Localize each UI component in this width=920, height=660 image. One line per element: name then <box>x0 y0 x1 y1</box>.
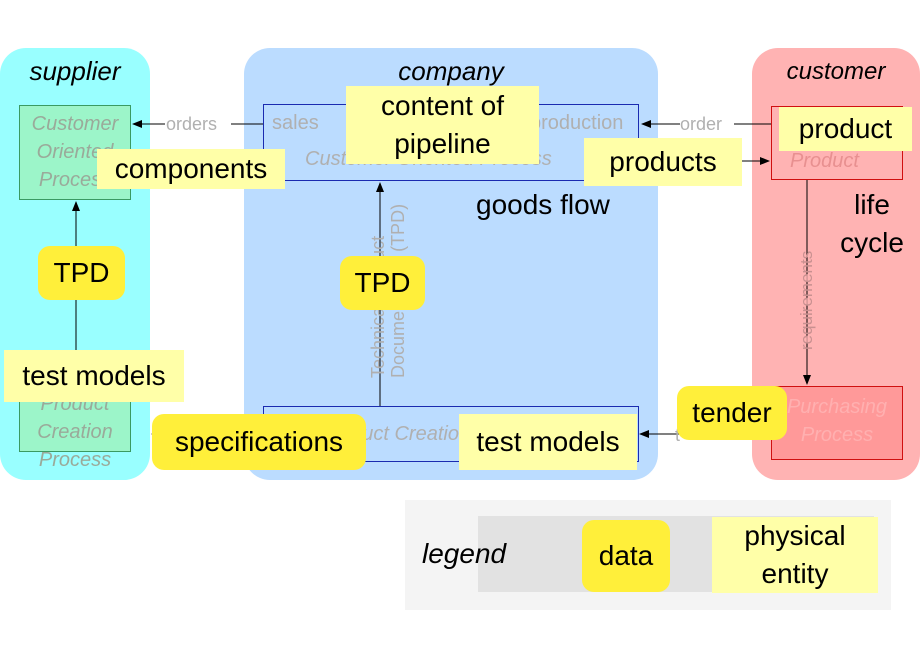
test-models-right-note: test models <box>459 414 637 470</box>
test-models-left-note: test models <box>4 350 184 402</box>
company-title: company <box>398 56 504 86</box>
legend-physical-entity-swatch: physical entity <box>712 517 878 593</box>
supplier-customer-oriented-process-label: Customer Oriented Process <box>31 113 119 191</box>
products-note: products <box>584 138 742 186</box>
customer-purchasing-process-label: Purchasing Process <box>786 396 888 446</box>
order-label: order <box>680 114 723 134</box>
customer-title: customer <box>786 58 886 85</box>
customer-purchasing-process-box <box>771 386 903 460</box>
requirements-label: requirements <box>797 250 816 350</box>
customer-product-ghost-label: Product <box>790 150 859 172</box>
specifications-note: specifications <box>152 414 366 470</box>
goods-flow-label: goods flow <box>476 189 610 220</box>
tpd-company-note: TPD <box>340 256 425 310</box>
company-sales-label: sales <box>272 112 319 134</box>
tender-small-label: t <box>675 425 681 445</box>
company-production-label: production <box>530 112 624 134</box>
orders-label: orders <box>166 114 218 134</box>
life-cycle-label: life cycle <box>840 189 904 258</box>
tpd-supplier-note: TPD <box>38 246 125 300</box>
legend-title: legend <box>422 538 507 569</box>
legend-data-swatch: data <box>582 520 670 592</box>
supplier-title: supplier <box>29 56 121 86</box>
components-note: components <box>97 149 285 189</box>
tender-note: tender <box>677 386 787 440</box>
product-note: product <box>779 107 912 151</box>
content-of-pipeline-note: content of pipeline <box>346 86 539 164</box>
